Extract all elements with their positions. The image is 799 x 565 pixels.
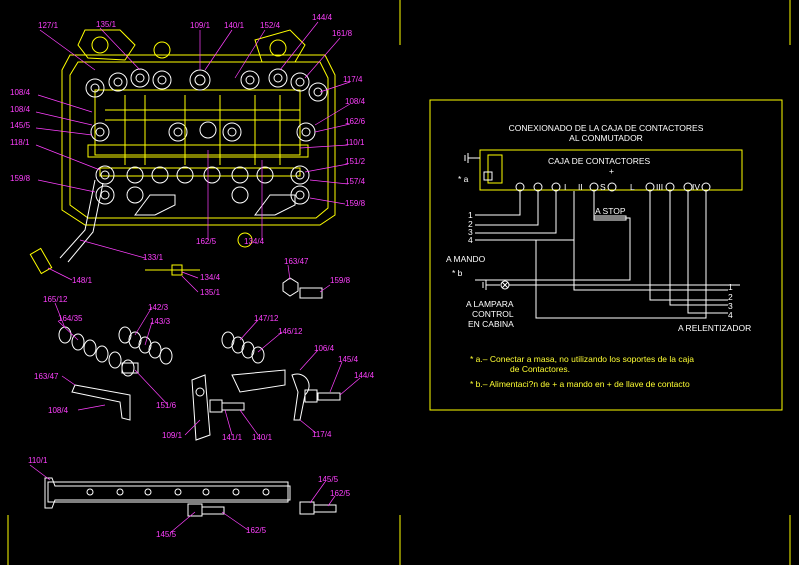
part-label: 159/8 — [330, 276, 351, 285]
part-label: 108/4 — [10, 105, 31, 114]
diagram-title: CONEXIONADO DE LA CAJA DE CONTACTORES — [509, 123, 704, 133]
part-label: 143/3 — [150, 317, 171, 326]
part-label: 109/1 — [190, 21, 211, 30]
right-wire-num: 3 — [728, 301, 733, 311]
part-label: 162/6 — [345, 117, 366, 126]
part-label: 163/47 — [284, 257, 309, 266]
contact-label: III — [656, 182, 663, 192]
plus-sign: + — [609, 166, 614, 176]
part-label: 145/5 — [10, 121, 31, 130]
part-label: 108/4 — [10, 88, 31, 97]
terminal-bar-drawing — [44, 477, 337, 517]
contact-label: I — [564, 182, 566, 192]
left-wire-num: 4 — [468, 235, 473, 245]
leader-lines-bot — [29, 464, 336, 534]
part-label: 162/5 — [246, 526, 267, 535]
part-label: 108/4 — [48, 406, 69, 415]
part-label: 152/4 — [260, 21, 281, 30]
part-label: 135/1 — [96, 20, 117, 29]
right-wire-num: 1 — [728, 282, 733, 292]
leader-lines-top — [35, 21, 351, 281]
part-label: 109/1 — [162, 431, 183, 440]
part-label: 148/1 — [72, 276, 93, 285]
contact-label: S — [600, 182, 606, 192]
part-label: 144/4 — [312, 13, 333, 22]
part-label: 157/4 — [345, 177, 366, 186]
part-labels-mid: 134/4 135/1 163/47 159/8 165/12 164/35 1… — [34, 257, 375, 442]
lamp-label: A LAMPARA — [466, 299, 514, 309]
part-label: 145/4 — [338, 355, 359, 364]
part-label: 140/1 — [224, 21, 245, 30]
note-marker-b: * b — [452, 268, 463, 278]
part-label: 117/4 — [312, 430, 332, 439]
right-wire-num: 4 — [728, 310, 733, 320]
note-a: * a.– Conectar a masa, no utilizando los… — [470, 354, 694, 364]
part-label: 127/1 — [38, 21, 59, 30]
note-a-cont: de Contactores. — [510, 364, 570, 374]
part-label: 135/1 — [200, 288, 221, 297]
part-label: 118/1 — [10, 138, 30, 147]
note-b: * b.– Alimentaci?n de + a mando en + de … — [470, 379, 690, 389]
note-marker-a: * a — [458, 174, 469, 184]
contact-label: II — [578, 182, 583, 192]
a-stop-label: A STOP — [595, 206, 626, 216]
part-label: 141/1 — [222, 433, 243, 442]
exploded-parts — [58, 264, 341, 441]
part-label: 146/12 — [278, 327, 303, 336]
part-labels-top: 127/1 135/1 109/1 140/1 152/4 144/4 161/… — [10, 13, 366, 285]
part-label: 134/4 — [200, 273, 221, 282]
part-label: 144/4 — [354, 371, 375, 380]
part-label: 134/4 — [244, 237, 265, 246]
part-label: 133/1 — [143, 253, 164, 262]
part-label: 108/4 — [345, 97, 366, 106]
part-label: 151/6 — [156, 401, 177, 410]
part-label: 164/35 — [58, 314, 83, 323]
part-label: 110/1 — [28, 456, 48, 465]
contactor-box-label: CAJA DE CONTACTORES — [548, 156, 651, 166]
contact-label: L — [630, 182, 635, 192]
part-label: 161/8 — [332, 29, 353, 38]
relentizador-label: A RELENTIZADOR — [678, 323, 751, 333]
lamp-label: CONTROL — [472, 309, 514, 319]
left-wire-num: 1 — [468, 210, 473, 220]
part-label: 163/47 — [34, 372, 59, 381]
part-label: 142/3 — [148, 303, 169, 312]
left-wire-num: 2 — [468, 219, 473, 229]
part-labels-bot: 110/1 145/5 162/5 145/5 162/5 — [28, 456, 351, 539]
part-label: 140/1 — [252, 433, 273, 442]
diagram-subtitle: AL CONMUTADOR — [569, 133, 643, 143]
right-wire-num: 2 — [728, 292, 733, 302]
a-mando-label: A MANDO — [446, 254, 486, 264]
part-label: 110/1 — [345, 138, 365, 147]
part-label: 117/4 — [343, 75, 363, 84]
part-label: 162/5 — [196, 237, 217, 246]
part-label: 159/8 — [345, 199, 366, 208]
part-label: 147/12 — [254, 314, 279, 323]
part-label: 106/4 — [314, 344, 335, 353]
part-label: 145/5 — [318, 475, 339, 484]
left-wire-num: 3 — [468, 227, 473, 237]
part-label: 159/8 — [10, 174, 31, 183]
part-label: 151/2 — [345, 157, 366, 166]
contact-label: IV — [692, 182, 700, 192]
wiring-diagram-panel: CONEXIONADO DE LA CAJA DE CONTACTORES AL… — [429, 99, 783, 411]
sheet-borders — [7, 0, 791, 565]
part-label: 145/5 — [156, 530, 177, 539]
leader-lines-mid — [54, 264, 361, 436]
contactor-box-drawing — [29, 29, 336, 275]
part-label: 165/12 — [43, 295, 68, 304]
lamp-label: EN CABINA — [468, 319, 514, 329]
part-label: 162/5 — [330, 489, 351, 498]
